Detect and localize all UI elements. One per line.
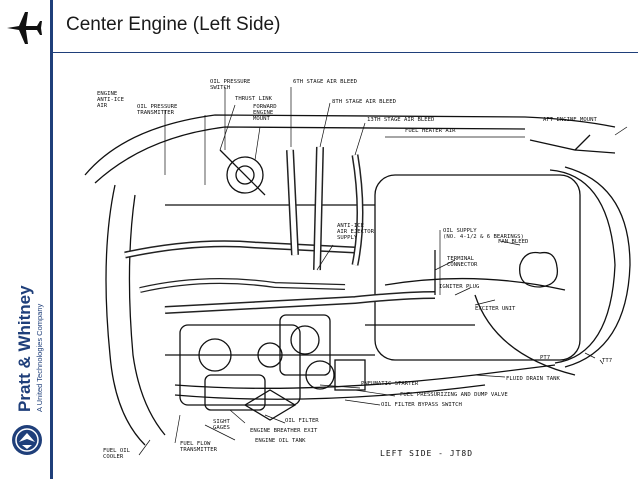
label-oil-pressure-transmitter-1: OIL PRESSURE [137, 104, 178, 110]
label-engine-breather-exit: ENGINE BREATHER EXIT [250, 428, 318, 434]
label-fuel-pressurizing: FUEL PRESSURIZING AND DUMP VALVE [400, 392, 508, 398]
engine-drawing [84, 114, 631, 446]
engine-case [374, 174, 581, 361]
label-oil-filter: OIL FILTER [285, 418, 319, 424]
slide-title: Center Engine (Left Side) [66, 14, 281, 35]
label-aft-engine-mount: AFT ENGINE MOUNT [543, 117, 598, 123]
label-fuel-flow-transmitter-2: TRANSMITTER [180, 447, 218, 453]
label-igniter-plug: IGNITER PLUG [439, 284, 480, 290]
label-oil-supply-2: (NO. 4-1/2 & 6 BEARINGS) [443, 234, 524, 240]
diagram-caption: LEFT SIDE - JT8D [380, 449, 473, 458]
title-underline [53, 52, 638, 53]
label-fuel-oil-cooler-2: COOLER [103, 454, 124, 460]
label-13th-stage-air-bleed: 13TH STAGE AIR BLEED [367, 117, 435, 123]
label-fuel-flow-transmitter-1: FUEL FLOW [180, 441, 211, 447]
label-antiice-ejector-2: AIR EJECTOR [337, 229, 375, 235]
engine-diagram: OIL PRESSURE SWITCH 6TH STAGE AIR BLEED … [84, 79, 631, 460]
label-exciter-unit: EXCITER UNIT [475, 306, 516, 312]
label-8th-stage-air-bleed: 8TH STAGE AIR BLEED [332, 99, 397, 105]
label-engine-antiice-1: ENGINE [97, 91, 118, 97]
pw-eagle-seal [12, 425, 42, 455]
label-pt7: PT7 [540, 355, 550, 361]
label-fluid-drain-tank: FLUID DRAIN TANK [506, 376, 561, 382]
label-sight-gages-2: GAGES [213, 425, 230, 431]
label-oil-pressure-switch-2: SWITCH [210, 85, 230, 91]
label-engine-antiice-3: AIR [97, 103, 108, 109]
label-terminal-connector-1: TERMINAL [447, 256, 475, 262]
pratt-whitney-logo: Pratt & Whitney A United Technologies Co… [12, 285, 44, 455]
leader-lines [138, 87, 628, 456]
airplane-icon [7, 12, 42, 44]
label-antiice-ejector-3: SUPPLY [337, 235, 358, 241]
label-pneumatic-starter: PNEUMATIC STARTER [361, 381, 419, 387]
label-fuel-heater-air: FUEL HEATER AIR [405, 128, 456, 134]
label-sight-gages-1: SIGHT [213, 419, 230, 425]
brand-tagline: A United Technologies Company [35, 303, 44, 412]
label-forward-engine-mount-2: ENGINE [253, 110, 274, 116]
label-6th-stage-air-bleed: 6TH STAGE AIR BLEED [293, 79, 358, 85]
brand-name: Pratt & Whitney [15, 285, 34, 412]
label-antiice-ejector-1: ANTI-ICE [337, 223, 365, 229]
label-forward-engine-mount-3: MOUNT [253, 116, 270, 122]
label-forward-engine-mount-1: FORWARD [253, 104, 277, 110]
label-terminal-connector-2: CONNECTOR [447, 262, 478, 268]
sidebar-divider [50, 0, 53, 479]
label-oil-supply-1: OIL SUPPLY [443, 228, 477, 234]
label-engine-antiice-2: ANTI-ICE [97, 97, 125, 103]
label-fan-bleed: FAN BLEED [498, 239, 529, 245]
label-fuel-oil-cooler-1: FUEL OIL [103, 448, 131, 454]
label-thrust-link: THRUST LINK [235, 96, 273, 102]
label-tt7: TT7 [602, 358, 612, 364]
label-oil-pressure-switch-1: OIL PRESSURE [210, 79, 251, 85]
diagram-labels: OIL PRESSURE SWITCH 6TH STAGE AIR BLEED … [97, 79, 612, 460]
label-engine-oil-tank: ENGINE OIL TANK [255, 438, 306, 444]
label-oil-filter-bypass: OIL FILTER BYPASS SWITCH [381, 402, 462, 408]
label-oil-pressure-transmitter-2: TRANSMITTER [137, 110, 175, 116]
brand-sidebar: Pratt & Whitney A United Technologies Co… [0, 0, 50, 479]
